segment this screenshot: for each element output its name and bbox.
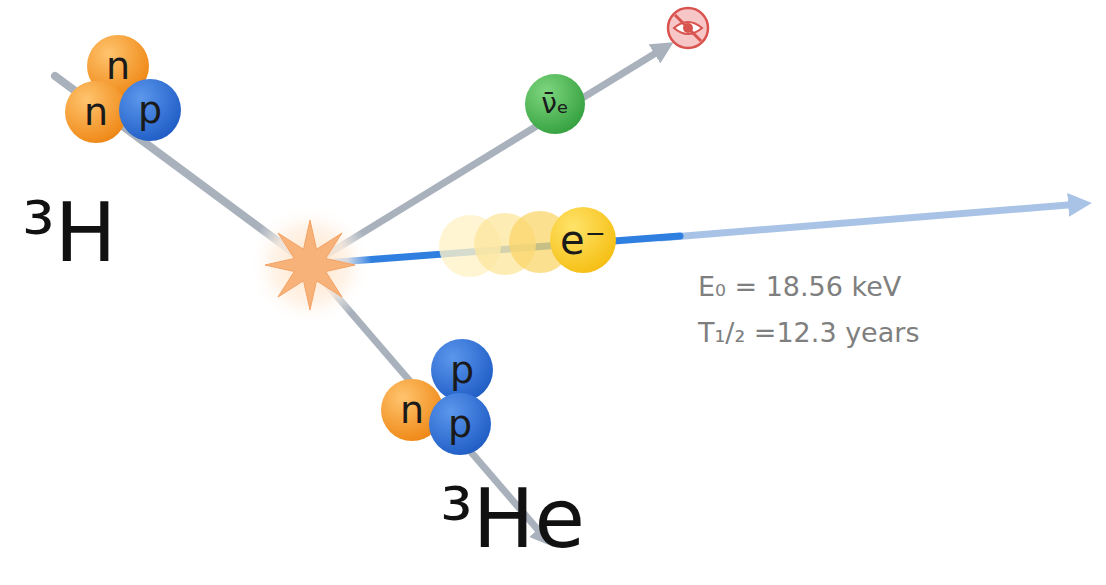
- unseen-icon: [668, 8, 708, 48]
- particle-symbol: n: [84, 93, 108, 131]
- particle-symbol: n: [400, 391, 424, 429]
- electron-ball: e⁻: [550, 207, 617, 274]
- proton-ball: p: [119, 79, 181, 141]
- neutron-ball: n: [65, 81, 127, 143]
- explosion-star: [265, 220, 355, 310]
- endpoint-energy: E₀ = 18.56 keV: [698, 272, 901, 302]
- proton-ball: p: [429, 393, 491, 455]
- particle-symbol: p: [138, 91, 162, 129]
- particle-symbol: e⁻: [560, 220, 606, 260]
- explosion-glow: [248, 203, 372, 327]
- proton-ball: p: [431, 339, 493, 401]
- antineutrino-ball: ν̄ₑ: [525, 74, 585, 134]
- isotope-label: ³He: [440, 474, 585, 564]
- isotope-label: ³H: [22, 188, 117, 278]
- particle-symbol: p: [448, 405, 472, 443]
- half-life: T₁/₂ =12.3 years: [698, 318, 919, 348]
- particle-symbol: ν̄ₑ: [541, 90, 568, 118]
- particle-symbol: n: [106, 47, 130, 85]
- particle-symbol: p: [450, 351, 474, 389]
- electron-track-far: [660, 204, 1080, 238]
